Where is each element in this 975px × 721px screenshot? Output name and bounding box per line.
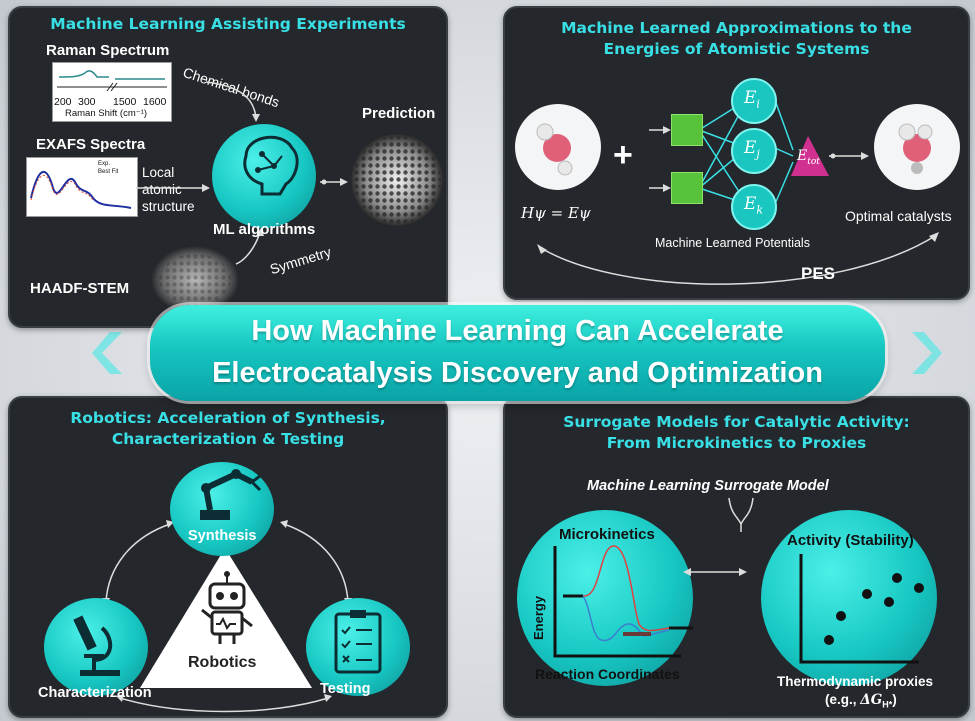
energy-node-label: Ek [744, 194, 764, 217]
input-node [671, 172, 703, 204]
panel-ml-potentials: Machine Learned Approximations to the En… [503, 6, 970, 300]
plus-sign: + [613, 136, 633, 174]
local-structure-line: Local [142, 165, 175, 180]
optimal-catalysts-label: Optimal catalysts [845, 208, 952, 224]
brain-circuit-icon [136, 81, 443, 314]
robot-arm-icon [200, 469, 262, 520]
energy-node-k [731, 184, 777, 230]
right-chevron-icon [912, 332, 942, 374]
robotics-graphic [102, 520, 352, 713]
reaction-coordinates-label: Reaction Coordinates [535, 666, 680, 682]
raman-tick: 200 [54, 96, 72, 108]
banner-title-line2: Electrocatalysis Discovery and Optimizat… [212, 357, 823, 389]
surrogate-graphics [553, 497, 924, 664]
exafs-title: EXAFS Spectra [36, 136, 146, 153]
raman-plot [52, 62, 172, 122]
surrogate-subtitle: Machine Learning Surrogate Model [587, 478, 829, 494]
panel-title: Machine Learning Assisting Experiments [50, 15, 406, 33]
robotics-label: Robotics [188, 654, 257, 671]
panel-title-line1: Surrogate Models for Catalytic Activity: [563, 413, 910, 431]
robot-icon [201, 571, 253, 644]
local-structure-line: atomic [142, 182, 182, 197]
panel-title-line2: Energies of Atomistic Systems [603, 40, 870, 58]
pes-label: PES [801, 264, 836, 283]
input-node [671, 114, 703, 146]
energy-node-i [731, 78, 777, 124]
prediction-label: Prediction [362, 105, 436, 122]
exafs-legend-fit: Best Fit [98, 169, 119, 175]
activity-label: Activity (Stability) [787, 532, 914, 549]
proxies-example: (e.g., ΔGH*) [825, 692, 897, 710]
microscope-icon [73, 615, 120, 676]
energy-axis-label: Energy [531, 595, 546, 640]
potentials-label: Machine Learned Potentials [655, 236, 810, 250]
banner-title-line1: How Machine Learning Can Accelerate [251, 315, 784, 347]
synthesis-label: Synthesis [188, 528, 257, 544]
panel-title-line2: Characterization & Testing [111, 430, 345, 448]
raman-tick: 300 [78, 96, 96, 108]
raman-xlabel: Raman Shift (cm⁻¹) [65, 108, 148, 119]
panel-robotics: Robotics: Acceleration of Synthesis, Cha… [8, 396, 448, 718]
ml-algorithms-label: ML algorithms [213, 221, 316, 238]
panel-title-line1: Machine Learned Approximations to the [561, 19, 912, 37]
raman-tick: 1600 [143, 96, 167, 108]
microkinetics-label: Microkinetics [559, 526, 655, 543]
schrodinger-equation: Hψ = Eψ [521, 204, 591, 222]
raman-tick: 1500 [113, 96, 137, 108]
local-structure-line: structure [142, 199, 195, 214]
energy-node-label: Ej [744, 138, 760, 161]
characterization-label: Characterization [38, 685, 152, 701]
panel-surrogate-models: Surrogate Models for Catalytic Activity:… [503, 396, 970, 718]
exafs-legend-exp: Exp. [98, 161, 111, 167]
checklist-icon [334, 610, 382, 674]
raman-title: Raman Spectrum [46, 42, 170, 59]
ml-brain-circle [212, 124, 316, 228]
panel-ml-experiments: Machine Learning Assisting Experiments R… [8, 6, 448, 328]
energy-node-j [731, 128, 777, 174]
panel-title-line2: From Microkinetics to Proxies [606, 434, 867, 452]
activity-circle [761, 510, 937, 686]
energy-node-label: Ei [744, 88, 760, 111]
testing-label: Testing [320, 681, 371, 697]
left-chevron-icon [92, 332, 122, 374]
characterization-circle [44, 598, 148, 696]
panel-title-line1: Robotics: Acceleration of Synthesis, [70, 409, 386, 427]
exafs-plot [26, 157, 138, 217]
title-banner: How Machine Learning Can Accelerate Elec… [150, 305, 885, 401]
etot-label: Etot [797, 148, 820, 167]
haadf-label: HAADF-STEM [30, 280, 130, 297]
proxies-label: Thermodynamic proxies [777, 674, 934, 689]
